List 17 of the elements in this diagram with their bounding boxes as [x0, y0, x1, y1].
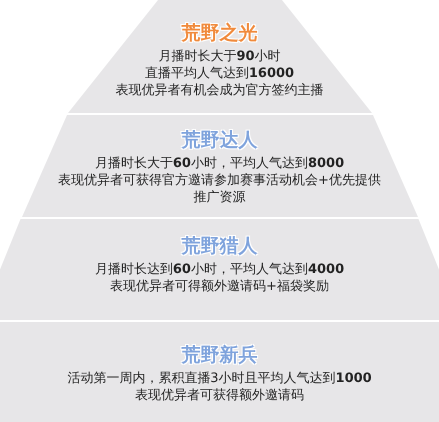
tier-requirement: 活动第一周内，累积直播3小时且平均人气达到1000 [67, 370, 372, 387]
pyramid-tier [0, 322, 439, 422]
tier-requirement: 月播时长达到60小时，平均人气达到4000 [94, 261, 344, 278]
tier-title: 荒野新兵 [182, 343, 258, 368]
tier-requirement: 表现优异者可获得官方邀请参加赛事活动机会+优先提供推广资源 [57, 172, 382, 206]
tier-requirement: 表现优异者有机会成为官方签约主播 [116, 82, 324, 99]
tier-requirement: 表现优异者可获得额外邀请码 [135, 387, 304, 404]
tier-requirement: 直播平均人气达到16000 [144, 65, 294, 82]
tier-requirement: 表现优异者可得额外邀请码+福袋奖励 [110, 278, 329, 295]
tier-title: 荒野达人 [182, 128, 258, 153]
tier-title: 荒野猎人 [182, 234, 258, 259]
pyramid-tier [68, 0, 372, 113]
pyramid-tier [0, 219, 439, 320]
tier-requirement: 月播时长大于90小时 [158, 48, 281, 65]
tier-title: 荒野之光 [182, 21, 258, 46]
tier-requirement: 月播时长大于60小时，平均人气达到8000 [94, 155, 344, 172]
pyramid-tier [22, 115, 418, 217]
